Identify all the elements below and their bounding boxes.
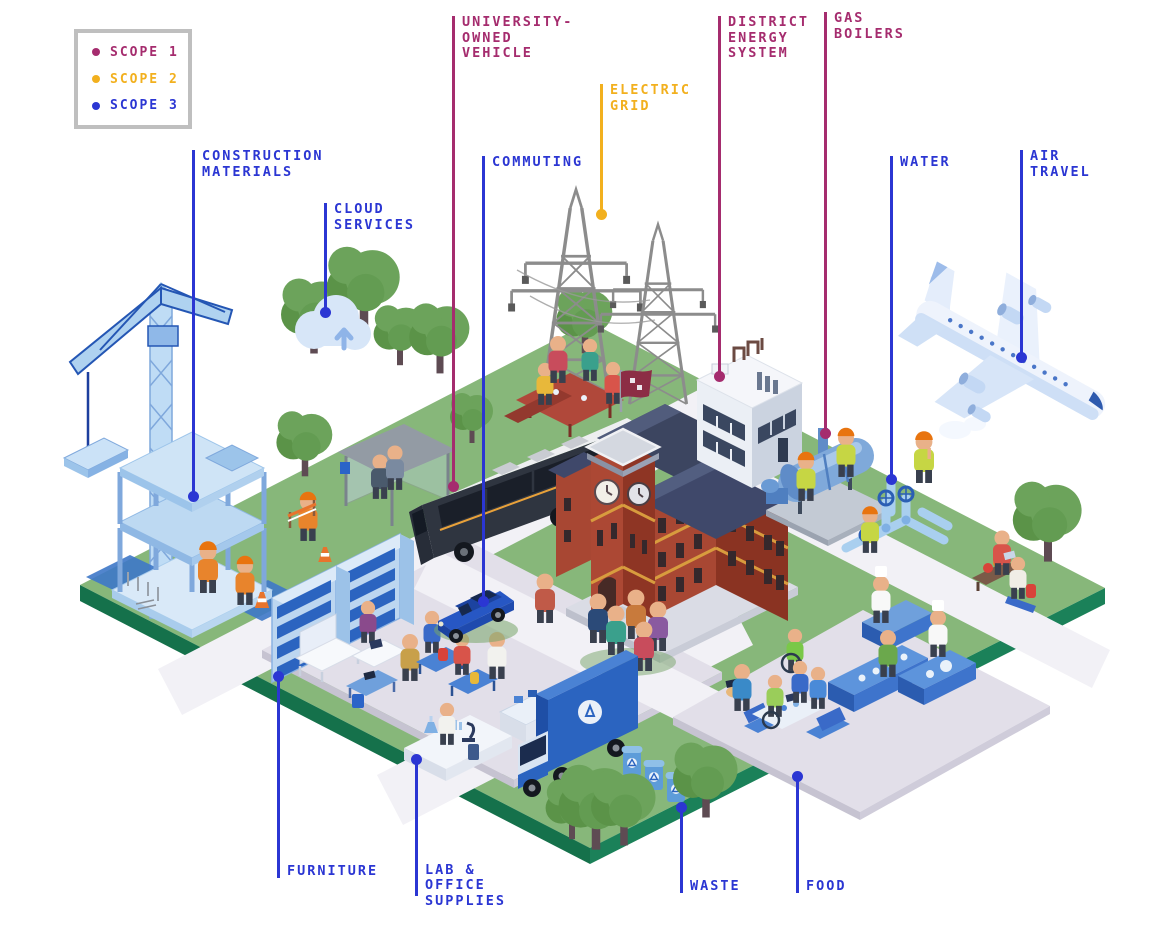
chef-hat-icon: [932, 600, 944, 611]
leader-dot: [675, 802, 687, 813]
university-flag: [621, 370, 652, 398]
leader-line: [795, 776, 799, 893]
water-pipes: [841, 431, 953, 553]
leader-dot: [477, 596, 489, 607]
callout-label: FOOD: [806, 877, 847, 894]
bus-stop-sign: [340, 462, 350, 474]
scope-2-dot-icon: [92, 75, 100, 83]
callout-label: LAB & OFFICE SUPPLIES: [425, 861, 507, 909]
leader-line: [481, 156, 485, 602]
microscope-icon: [466, 721, 476, 739]
leader-dot: [410, 754, 422, 765]
callout-label: GAS BOILERS: [834, 10, 905, 42]
legend-label: SCOPE 1: [110, 44, 179, 60]
callout-label: FURNITURE: [287, 862, 379, 879]
leader-dot: [713, 371, 725, 382]
airplane: [898, 261, 1106, 439]
cockpit-window: [1088, 391, 1103, 411]
leader-dot: [1015, 352, 1027, 363]
leader-line: [323, 203, 327, 313]
scope-1-dot-icon: [92, 48, 100, 57]
park-bench: [972, 481, 1082, 613]
leader-line: [823, 12, 827, 434]
recycling-truck: [518, 650, 638, 797]
leader-line: [451, 16, 455, 487]
leader-line: [717, 16, 721, 377]
leader-dot: [187, 491, 199, 502]
legend-label: SCOPE 2: [110, 71, 179, 87]
legend-item-scope-3: SCOPE 3: [92, 98, 188, 113]
bus-stop-shelter: [338, 424, 456, 526]
legend-item-scope-2: SCOPE 2: [92, 72, 188, 87]
callout-label: CONSTRUCTION MATERIALS: [202, 148, 324, 180]
leader-line: [191, 150, 195, 497]
plane-windows: [947, 318, 1068, 387]
callout-label: UNIVERSITY-OWNED VEHICLE: [462, 14, 574, 61]
lab-waste-bin: [468, 744, 479, 760]
leader-line: [679, 807, 683, 893]
picnic-table: [504, 336, 624, 437]
leader-dot: [319, 307, 331, 318]
callout-label: ELECTRIC GRID: [610, 82, 692, 114]
leader-line: [599, 84, 603, 215]
university-hall: [548, 370, 798, 663]
leader-line: [276, 676, 280, 878]
leader-dot: [885, 474, 897, 485]
scope-3-dot-icon: [92, 101, 100, 110]
serving-counters: [828, 566, 976, 712]
callout-label: COMMUTING: [492, 154, 584, 170]
leader-dot: [791, 771, 803, 782]
callout-label: AIR TRAVEL: [1030, 148, 1091, 180]
scope-legend: SCOPE 1 SCOPE 2 SCOPE 3: [74, 29, 192, 129]
legend-item-scope-1: SCOPE 1: [92, 45, 188, 60]
dining-area: [725, 628, 850, 739]
backpack: [1026, 584, 1036, 598]
callout-label: CLOUD SERVICES: [334, 201, 416, 233]
leader-line: [414, 759, 418, 896]
office-desks: [294, 600, 507, 708]
leader-dot: [272, 671, 284, 682]
leader-line: [1019, 150, 1023, 358]
gas-boiler-unit: [761, 427, 892, 546]
callout-label: WASTE: [690, 877, 741, 894]
transmission-towers-icon: [506, 187, 720, 406]
callout-label: DISTRICT ENERGY SYSTEM: [728, 14, 810, 61]
chef-hat-icon: [875, 566, 887, 577]
lab-bench: [404, 702, 512, 781]
power-lines: [516, 269, 656, 324]
wheelchair-icon: [761, 710, 781, 730]
district-energy-building: [695, 338, 804, 488]
callout-label: WATER: [900, 154, 951, 170]
leader-line: [889, 156, 893, 480]
leader-dot: [595, 209, 607, 220]
leader-dot: [819, 428, 831, 439]
leader-dot: [447, 481, 459, 492]
legend-label: SCOPE 3: [110, 98, 179, 114]
upload-arrow-icon: [334, 327, 354, 351]
